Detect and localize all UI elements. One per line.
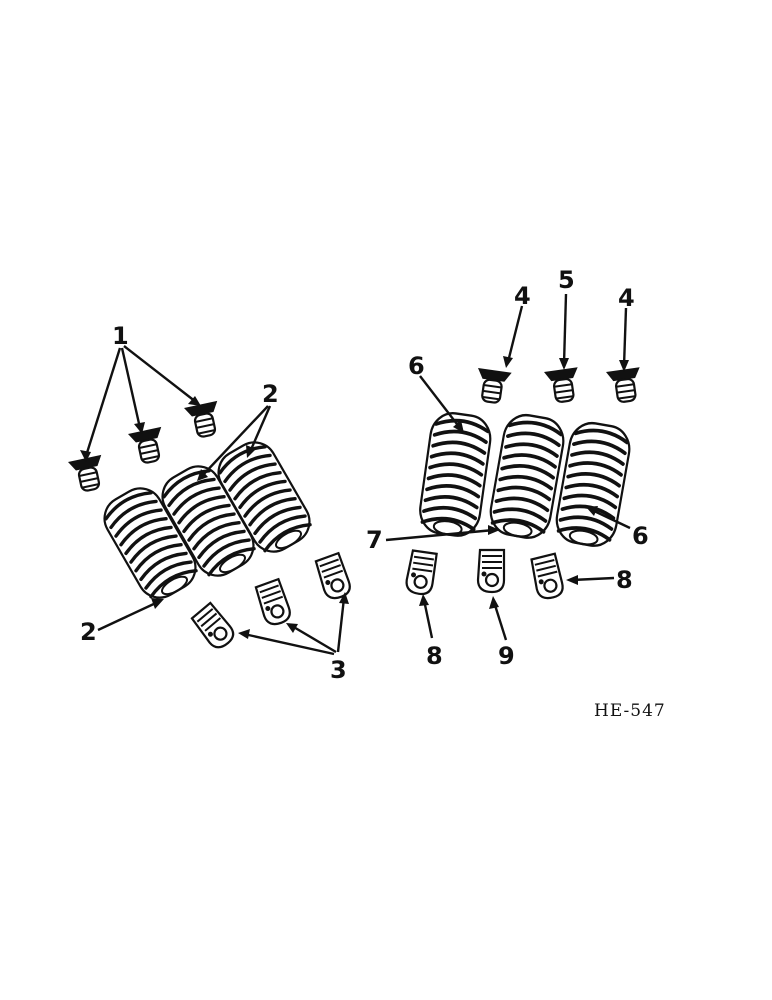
callout-9: 9 [498, 642, 515, 670]
valve-lock-part [528, 552, 567, 602]
valve-cap-part [542, 366, 584, 405]
valve-lock-part [189, 601, 239, 653]
callout-3: 3 [330, 656, 347, 684]
valve-lock-part [252, 578, 294, 629]
valve-cap-part [604, 366, 646, 405]
callout-8-left: 8 [426, 642, 443, 670]
valve-cap-part [472, 366, 513, 406]
left-valve-group [66, 399, 354, 653]
valve-lock-part [403, 549, 438, 597]
callout-5: 5 [558, 266, 575, 294]
valve-spring-part [485, 409, 569, 544]
valve-lock-part [476, 548, 506, 594]
drawing-code: HE-547 [594, 701, 666, 721]
callout-6-left: 6 [408, 352, 425, 380]
valve-spring-part [415, 408, 496, 541]
callout-2-lower: 2 [80, 618, 97, 646]
valve-lock-part [312, 552, 354, 603]
callout-2-upper: 2 [262, 380, 279, 408]
callout-4-right: 4 [618, 284, 635, 312]
leader-lines [80, 293, 631, 656]
callout-1: 1 [112, 322, 129, 350]
valve-cap-part [182, 399, 226, 441]
callout-labels: 1 2 2 3 4 5 4 6 6 7 8 8 9 [80, 266, 649, 684]
callout-4-left: 4 [514, 282, 531, 310]
callout-8-right: 8 [616, 566, 633, 594]
valve-cap-part [126, 425, 170, 467]
valve-cap-part [66, 453, 110, 495]
callout-7: 7 [366, 526, 383, 554]
callout-6-right: 6 [632, 522, 649, 550]
valve-spring-part [551, 417, 635, 552]
